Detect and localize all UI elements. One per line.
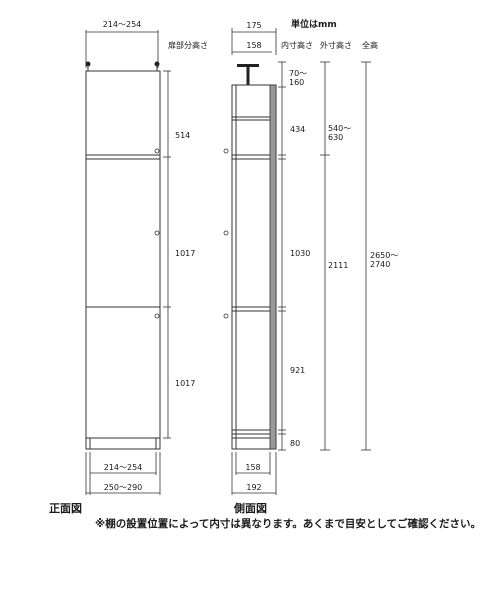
- total-height-label-line-1: 2650～: [370, 251, 398, 260]
- measurement-note: ※棚の設置位置によって内寸は異なります。あくまで目安としてご確認ください。: [95, 517, 481, 530]
- inner-height-label: 70～ 160: [289, 69, 310, 87]
- door-knob-icon: [154, 148, 160, 319]
- front-cabinet-body: [85, 70, 161, 450]
- inner-height-label-line-1: 70～: [289, 69, 307, 78]
- inner-height-dimensions: 70～ 160 434 1030 921 80: [278, 61, 310, 451]
- side-bottom-inner-depth-label: 158: [245, 463, 260, 472]
- outer-height-label: 2111: [328, 261, 348, 270]
- door-height-header: 扉部分高さ: [168, 40, 208, 50]
- side-cabinet-body: [231, 84, 277, 450]
- inner-height-label: 921: [290, 366, 305, 375]
- outer-height-label-line-2: 630: [328, 133, 343, 142]
- inner-height-label-line-2: 160: [289, 78, 304, 87]
- total-height-header: 全高: [362, 40, 378, 50]
- door-knob-icon: [223, 148, 229, 319]
- total-height-label-line-2: 2740: [370, 260, 390, 269]
- door-height-label: 1017: [175, 379, 195, 388]
- outer-height-label: 540～ 630: [328, 124, 354, 142]
- door-height-dimensions: 514 1017 1017: [163, 70, 195, 439]
- tension-rod-icon: [237, 64, 259, 85]
- units-label: 単位はmm: [291, 18, 337, 30]
- inner-height-label: 434: [290, 125, 305, 134]
- total-height-dimension: 2650～ 2740: [361, 61, 401, 451]
- outer-height-header: 外寸高さ: [320, 40, 352, 50]
- front-view-title: 正面図: [49, 501, 82, 515]
- side-bottom-depth-dimensions: 158 192: [231, 452, 277, 495]
- front-bottom-outer-width-label: 250～290: [104, 483, 143, 492]
- door-height-label: 514: [175, 131, 190, 140]
- front-top-width-label: 214～254: [103, 20, 142, 29]
- side-top-outer-depth-label: 175: [246, 21, 261, 30]
- inner-height-label: 80: [290, 439, 300, 448]
- column-headers: 単位はmm 扉部分高さ 内寸高さ 外寸高さ 全高: [168, 18, 378, 50]
- side-top-depth-dimensions: 175 158: [231, 21, 277, 55]
- total-height-label: 2650～ 2740: [370, 251, 401, 269]
- side-view: 175 158: [223, 21, 401, 515]
- front-top-width-dimension: 214～254: [85, 20, 159, 68]
- door-height-label: 1017: [175, 249, 195, 258]
- side-top-inner-depth-label: 158: [246, 41, 261, 50]
- front-bottom-inner-width-label: 214～254: [104, 463, 143, 472]
- outer-height-dimensions: 540～ 630 2111: [320, 61, 354, 451]
- front-view: 214～254: [49, 20, 195, 515]
- inner-height-label: 1030: [290, 249, 310, 258]
- side-bottom-outer-depth-label: 192: [246, 483, 261, 492]
- outer-height-label-line-1: 540～: [328, 124, 351, 133]
- side-view-title: 側面図: [233, 501, 267, 515]
- front-bottom-width-dimensions: 214～254 250～290: [85, 452, 161, 495]
- anti-tip-anchor-icon: [85, 61, 160, 71]
- inner-height-header: 内寸高さ: [281, 40, 313, 50]
